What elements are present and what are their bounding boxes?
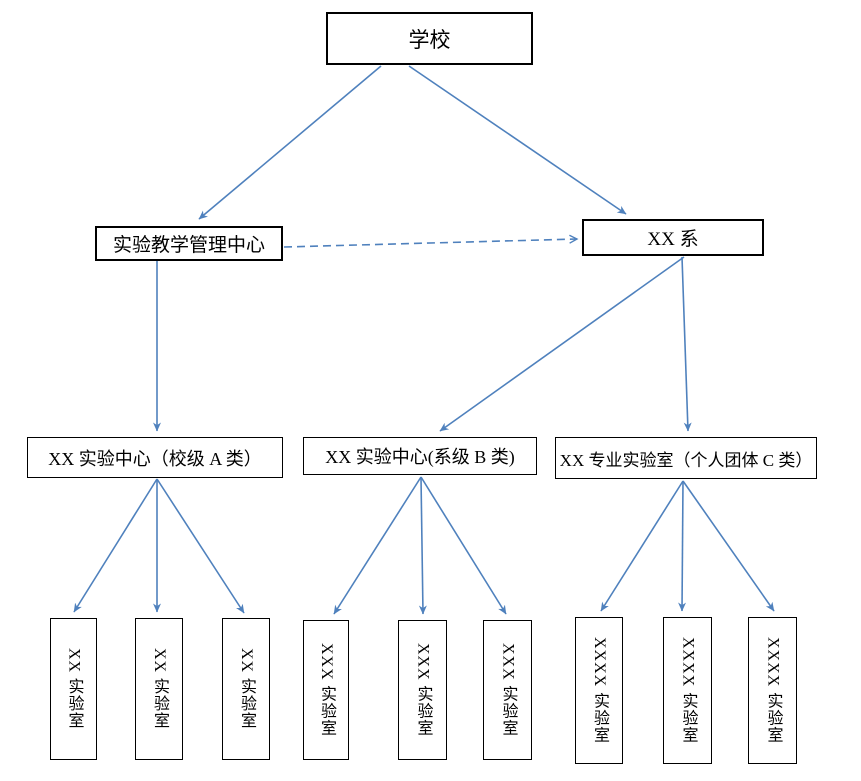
node-lab-c2-label: XXXX 实验室 [679,637,697,744]
node-lab-b3-label: XXX 实验室 [499,643,517,737]
connector-center-b-to-lab-b3 [420,476,507,615]
node-lab-a2-label: XX 实验室 [151,648,168,730]
node-center-b: XX 实验中心(系级 B 类) [303,437,537,475]
node-lab-a3: XX 实验室 [222,618,270,760]
connector-center-b-to-lab-b2 [418,476,427,615]
node-lab-b2: XXX 实验室 [398,620,447,760]
connector-center-a-to-lab-a3 [156,478,245,614]
connector-mgmt-center-to-department-dashed [283,239,577,248]
node-department: XX 系 [582,219,764,256]
connector-department-to-center-b [439,256,685,432]
node-school-label: 学校 [408,27,451,52]
connector-pro-lab-c-to-lab-c1 [600,480,684,612]
node-lab-a1-label: XX 实验室 [65,648,83,730]
connector-pro-lab-c-to-lab-c2 [678,480,687,612]
connector-center-b-to-lab-b1 [333,476,422,615]
node-mgmt-center: 实验教学管理中心 [95,226,283,261]
node-pro-lab-c-label: XX 专业实验室（个人团体 C 类） [559,450,813,470]
node-lab-b1-label: XXX 实验室 [318,643,335,737]
node-school: 学校 [326,12,533,65]
node-department-label: XX 系 [647,229,699,250]
node-lab-b1: XXX 实验室 [303,620,349,760]
node-lab-a2: XX 实验室 [135,618,183,760]
node-lab-c1: XXXX 实验室 [575,617,623,764]
node-lab-c1-label: XXXX 实验室 [591,637,608,744]
connector-department-to-pro-lab-c [681,256,692,432]
node-lab-c2: XXXX 实验室 [663,617,712,764]
node-lab-c3: XXXX 实验室 [748,617,797,764]
connector-pro-lab-c-to-lab-c3 [682,480,775,612]
node-lab-c3-label: XXXX 实验室 [764,637,782,744]
node-mgmt-center-label: 实验教学管理中心 [112,235,265,256]
node-lab-b2-label: XXX 实验室 [414,643,432,737]
node-lab-b3: XXX 实验室 [483,620,532,760]
node-center-a-label: XX 实验中心（校级 A 类） [48,448,262,469]
connector-school-to-department [408,65,627,215]
node-pro-lab-c: XX 专业实验室（个人团体 C 类） [555,437,817,479]
node-center-b-label: XX 实验中心(系级 B 类) [325,447,515,467]
node-center-a: XX 实验中心（校级 A 类） [27,437,283,478]
connector-center-a-to-lab-a1 [73,478,158,613]
node-lab-a3-label: XX 实验室 [238,648,255,730]
connector-school-to-mgmt-center [198,65,382,220]
node-lab-a1: XX 实验室 [50,618,97,760]
